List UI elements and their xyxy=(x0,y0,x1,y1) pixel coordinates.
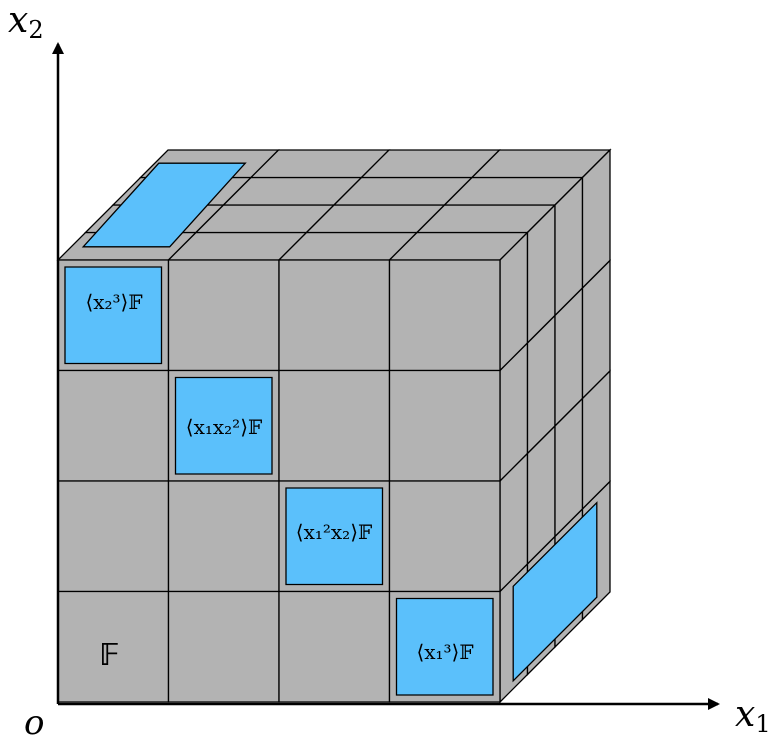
highlight-right-cell xyxy=(512,501,598,683)
y-axis-label: x2 xyxy=(8,0,44,44)
front-face-cell xyxy=(167,590,280,703)
label-x1-squared-x2: ⟨x₁²x₂⟩𝔽 xyxy=(296,520,372,544)
front-face-cell xyxy=(57,369,170,482)
front-face-cell xyxy=(278,259,391,372)
front-face-cell xyxy=(278,590,391,703)
highlight-cell-x1-cubed xyxy=(395,597,494,696)
label-x1-x2-squared: ⟨x₁x₂²⟩𝔽 xyxy=(186,415,262,439)
front-face-cell xyxy=(388,369,501,482)
front-face-cell xyxy=(388,259,501,372)
label-x1-cubed: ⟨x₁³⟩𝔽 xyxy=(416,640,473,664)
front-face-cell xyxy=(57,480,170,593)
origin-label: o xyxy=(24,703,44,742)
front-face-cell xyxy=(388,480,501,593)
front-face-cell xyxy=(167,259,280,372)
cube-right-face xyxy=(499,148,611,704)
highlight-cell-x2-cubed xyxy=(64,266,163,365)
highlight-cell-x1-x2-squared xyxy=(174,376,273,475)
highlight-cell-x1-squared-x2 xyxy=(285,487,384,586)
label-x2-cubed: ⟨x₂³⟩𝔽 xyxy=(85,290,142,314)
front-face-cell xyxy=(167,480,280,593)
cube-front-face xyxy=(57,259,501,703)
highlighted-cells xyxy=(64,162,598,696)
front-face-cell xyxy=(278,369,391,482)
field-label: 𝔽 xyxy=(100,638,121,673)
highlight-top-cell xyxy=(81,162,247,248)
x-axis-label: x1 xyxy=(735,694,771,738)
